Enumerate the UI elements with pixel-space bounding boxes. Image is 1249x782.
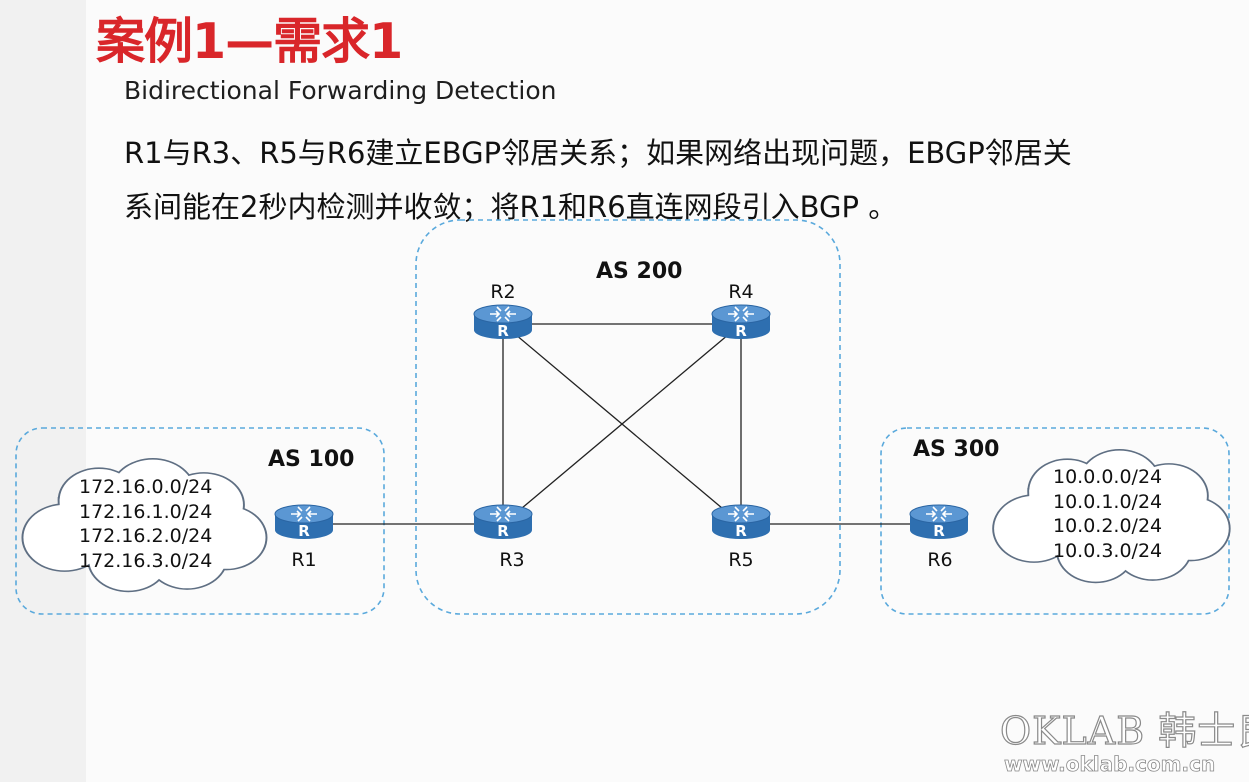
network-as300-0: 10.0.0.0/24 [1053, 466, 1162, 488]
network-as100-2: 172.16.2.0/24 [79, 525, 212, 547]
watermark-url: www.oklab.com.cn [1004, 752, 1216, 777]
router-r6-icon [909, 504, 969, 541]
slide-title: 案例1—需求1 [96, 13, 403, 70]
as300-label: AS 300 [913, 437, 999, 462]
requirement-line-2: 系间能在2秒内检测并收敛；将R1和R6直连网段引入BGP 。 [124, 190, 898, 224]
router-r5-label: R5 [728, 549, 753, 571]
as200-area [415, 219, 841, 615]
as100-label: AS 100 [268, 447, 354, 472]
as200-label: AS 200 [596, 259, 682, 284]
network-as300-1: 10.0.1.0/24 [1053, 491, 1162, 513]
network-as300-2: 10.0.2.0/24 [1053, 515, 1162, 537]
router-r1-icon [274, 504, 334, 541]
router-r3-label: R3 [499, 549, 524, 571]
network-as300-3: 10.0.3.0/24 [1053, 540, 1162, 562]
router-r2-label: R2 [490, 281, 515, 303]
router-r5-icon [711, 504, 771, 541]
slide-subtitle: Bidirectional Forwarding Detection [124, 76, 557, 105]
router-r3-icon [473, 504, 533, 541]
router-r4-label: R4 [728, 281, 753, 303]
link-r4-r3 [502, 323, 742, 525]
as100-area [15, 427, 385, 615]
router-r1-label: R1 [291, 549, 316, 571]
links [304, 323, 939, 525]
router-r4-icon [711, 304, 771, 341]
network-as100-1: 172.16.1.0/24 [79, 501, 212, 523]
router-r2-icon [473, 304, 533, 341]
slide-left-margin [0, 0, 86, 782]
requirement-line-1: R1与R3、R5与R6建立EBGP邻居关系；如果网络出现问题，EBGP邻居关 [124, 136, 1072, 170]
watermark-brand: OKLAB 韩士良 [999, 708, 1249, 753]
router-r6-label: R6 [927, 549, 952, 571]
network-as100-0: 172.16.0.0/24 [79, 476, 212, 498]
network-as100-3: 172.16.3.0/24 [79, 550, 212, 572]
as300-area [880, 427, 1230, 615]
